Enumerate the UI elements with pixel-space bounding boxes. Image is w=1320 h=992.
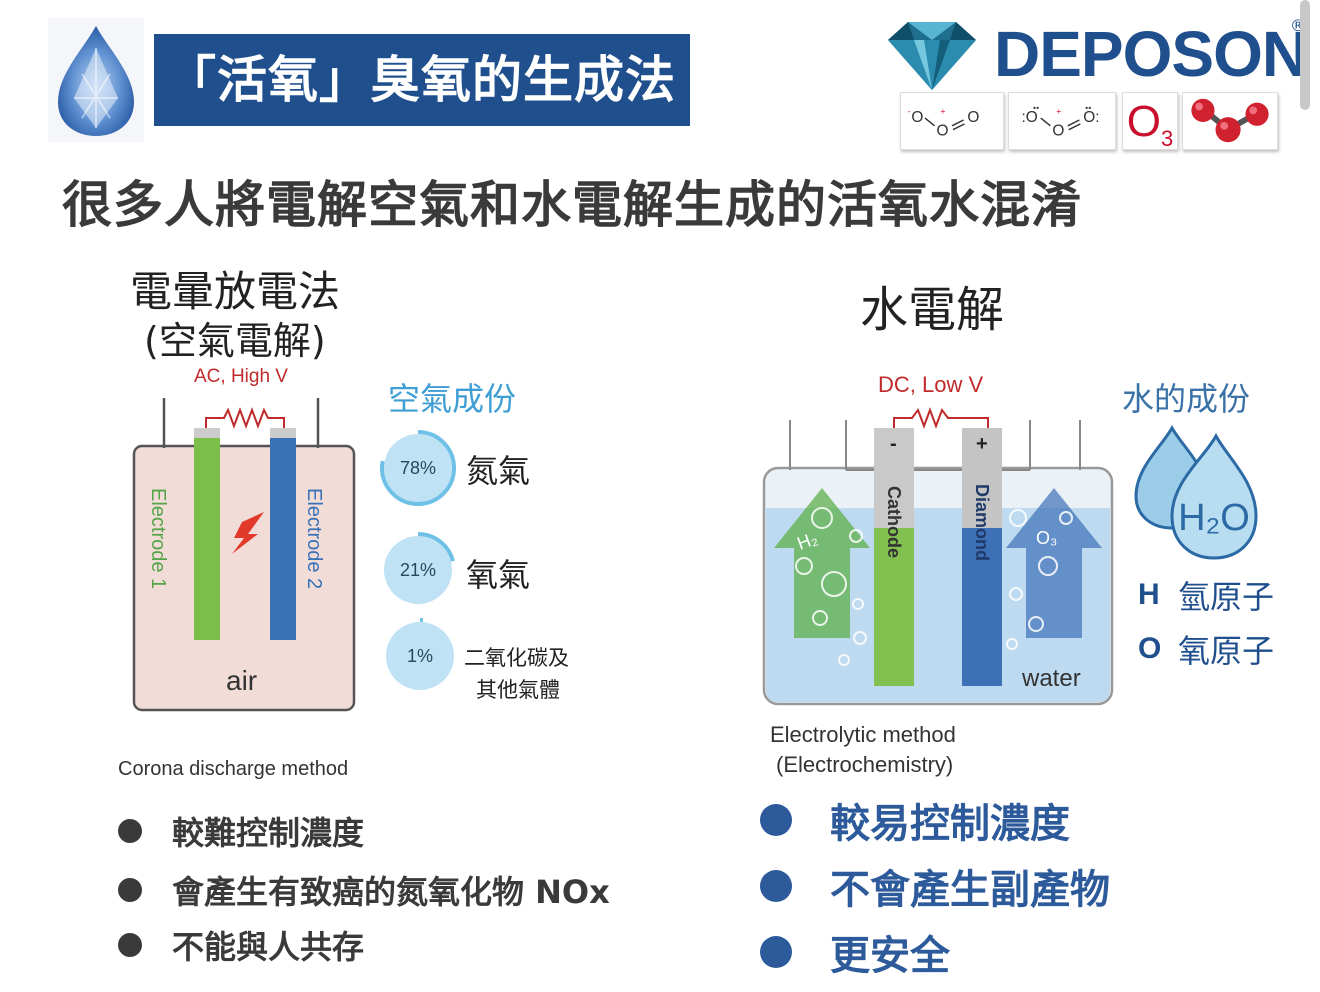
other-gas-percent: 1% xyxy=(406,646,433,666)
ac-voltage-label: AC, High V xyxy=(194,366,288,387)
svg-text:+: + xyxy=(940,106,945,116)
o3-label: O₃ xyxy=(1036,528,1057,548)
hydrogen-name: 氫原子 xyxy=(1178,578,1275,616)
electrolysis-title: 水電解 xyxy=(860,282,1005,338)
svg-text:O:: O: xyxy=(1083,109,1099,126)
oxygen-name: 氧氣 xyxy=(466,556,531,594)
electrode-2-label: Electrode 2 xyxy=(303,488,325,589)
electrolysis-bullet-2: 不會產生副產物 xyxy=(760,858,1110,914)
corona-title: 電暈放電法 xyxy=(130,267,341,316)
slide-title: 「活氧」臭氧的生成法 xyxy=(154,34,690,126)
air-label: air xyxy=(226,665,257,696)
svg-text:-: - xyxy=(908,106,911,116)
corona-discharge-diagram: Electrode 1 Electrode 2 air xyxy=(132,398,356,712)
bullet-dot xyxy=(118,819,142,843)
ozone-formula-card-1: - O + O O xyxy=(900,92,1004,150)
electrode-1-label: Electrode 1 xyxy=(147,488,169,589)
minus-sign: - xyxy=(890,433,897,455)
ozone-molecule-icon xyxy=(1182,92,1278,150)
oxygen-percent-ring xyxy=(380,532,456,608)
svg-text:••: •• xyxy=(1085,102,1091,112)
ozone-formula-card-2: :O •• + O O: •• xyxy=(1008,92,1116,150)
corona-subtitle: (空氣電解) xyxy=(144,319,326,363)
diamond-gem-icon xyxy=(48,18,144,142)
svg-text:+: + xyxy=(1056,106,1061,116)
corona-bullet-3: 不能與人共存 xyxy=(118,920,610,970)
corona-bullet-2: 會產生有致癌的氮氧化物 NOx xyxy=(118,862,610,918)
electrolysis-caption-1: Electrolytic method xyxy=(770,722,956,747)
corona-bullet-list: 較難控制濃度 會產生有致癌的氮氧化物 NOx 不能與人共存 xyxy=(118,806,610,970)
corona-caption: Corona discharge method xyxy=(118,758,349,780)
diamond-label: Diamond xyxy=(972,484,992,561)
oxygen-percent: 21% xyxy=(399,560,437,580)
oxygen-symbol: O xyxy=(1138,632,1162,665)
bullet-dot xyxy=(760,936,792,968)
water-composition-title: 水的成份 xyxy=(1122,380,1251,418)
electrolysis-caption-2: (Electrochemistry) xyxy=(776,752,954,777)
bullet-dot xyxy=(118,878,142,902)
air-composition-title: 空氣成份 xyxy=(388,380,517,418)
scrollbar[interactable] xyxy=(1300,0,1310,110)
o3-symbol: O xyxy=(1126,97,1161,146)
other-gas-name-line2: 其他氣體 xyxy=(476,678,560,702)
electrolysis-bullet-1: 較易控制濃度 xyxy=(760,792,1110,848)
electrolysis-bullet-3: 更安全 xyxy=(760,924,1110,980)
other-gas-name-line1: 二氧化碳及 xyxy=(464,646,569,670)
nitrogen-percent-ring xyxy=(380,430,456,506)
o3-subscript: 3 xyxy=(1160,125,1174,151)
bullet-dot xyxy=(760,804,792,836)
water-label: water xyxy=(1021,665,1081,692)
corona-bullet-1: 較難控制濃度 xyxy=(118,806,610,856)
svg-text:O: O xyxy=(937,122,949,139)
svg-text:O: O xyxy=(1052,122,1064,139)
o3-symbol-card: O3 xyxy=(1122,92,1178,151)
electrolysis-bullet-list: 較易控制濃度 不會產生副產物 更安全 xyxy=(760,792,1110,980)
nitrogen-percent: 78% xyxy=(399,458,437,478)
oxygen-atom-row: O 氧原子 xyxy=(1138,626,1274,672)
dc-voltage-label: DC, Low V xyxy=(878,372,984,397)
water-drop-icon: H₂O xyxy=(1134,424,1258,560)
other-gas-percent-ring xyxy=(382,618,458,694)
electrolysis-diagram: - + Cathode Diamond H₂ O₃ water xyxy=(762,407,1114,706)
h2o-label: H₂O xyxy=(1178,497,1250,539)
svg-text:O: O xyxy=(967,109,979,126)
oxygen-atom-name: 氧原子 xyxy=(1178,632,1275,670)
hydrogen-atom-row: H 氫原子 xyxy=(1138,572,1274,618)
nitrogen-name: 氮氣 xyxy=(466,452,531,490)
headline: 很多人將電解空氣和水電解生成的活氧水混淆 xyxy=(62,176,1082,234)
brand-name: DEPOSON xyxy=(994,18,1308,90)
cathode-label: Cathode xyxy=(884,486,904,558)
plus-sign: + xyxy=(976,433,988,455)
svg-text::O: :O xyxy=(1021,109,1037,126)
hydrogen-symbol: H xyxy=(1138,578,1160,611)
diamond-logo-icon xyxy=(888,22,976,90)
bullet-dot xyxy=(118,933,142,957)
svg-text:••: •• xyxy=(1033,102,1039,112)
svg-text:O: O xyxy=(911,109,923,126)
bullet-dot xyxy=(760,870,792,902)
